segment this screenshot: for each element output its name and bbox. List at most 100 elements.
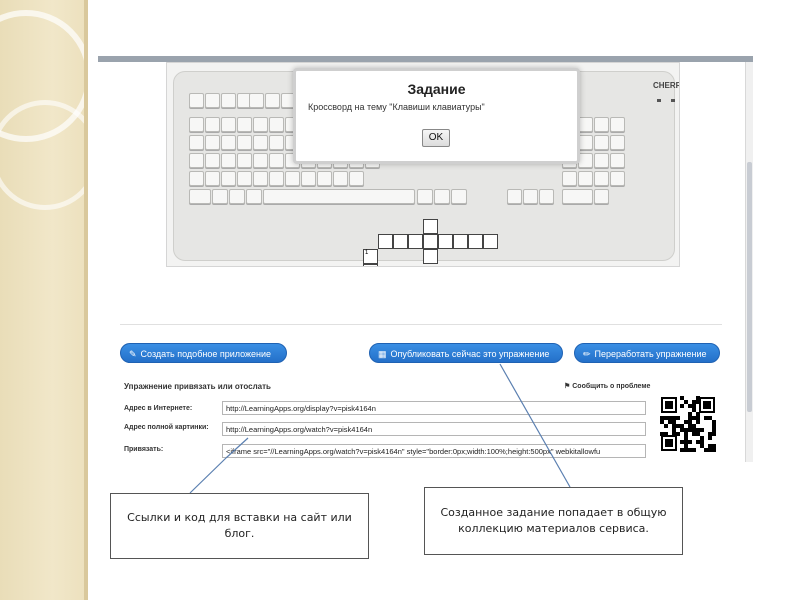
qr-module — [672, 420, 676, 424]
keyboard-key — [253, 117, 268, 132]
pencil-icon: ✏ — [583, 349, 591, 359]
dialog-title: Задание — [407, 81, 466, 97]
window-top-border — [98, 56, 753, 62]
qr-module — [688, 448, 692, 452]
qr-module — [696, 412, 700, 416]
crossword-cell[interactable] — [408, 234, 423, 249]
keyboard-key — [237, 117, 252, 132]
crossword-cell[interactable] — [378, 234, 393, 249]
dialog-text: Кроссворд на тему "Клавиши клавиатуры" — [308, 102, 485, 112]
keyboard-key — [253, 135, 268, 150]
keyboard-key — [189, 93, 204, 108]
rework-label: Переработать упражнение — [594, 349, 707, 359]
qr-module — [672, 416, 676, 420]
qr-module — [684, 436, 688, 440]
qr-code — [660, 396, 716, 452]
keyboard-key — [246, 189, 262, 204]
keyboard-key — [221, 93, 236, 108]
qr-module — [688, 440, 692, 444]
qr-module — [680, 404, 684, 408]
keyboard-key — [205, 171, 220, 186]
report-problem-link[interactable]: ⚑ Сообщить о проблеме — [564, 382, 650, 390]
ok-button[interactable]: OK — [422, 129, 450, 147]
keyboard-key — [212, 189, 228, 204]
keyboard-key — [189, 189, 211, 204]
scrollbar-thumb[interactable] — [747, 162, 752, 412]
decorative-ring — [0, 100, 88, 210]
qr-module — [688, 424, 692, 428]
crossword-cell[interactable] — [423, 234, 438, 249]
keyboard-key — [594, 153, 609, 168]
report-label: Сообщить о проблеме — [572, 383, 651, 390]
qr-module — [696, 400, 700, 404]
qr-module — [700, 440, 704, 444]
qr-module — [672, 424, 676, 428]
crossword-cell[interactable] — [363, 264, 378, 266]
keyboard-key — [285, 171, 300, 186]
section-divider — [120, 324, 722, 325]
qr-module — [680, 428, 684, 432]
keyboard-key — [451, 189, 467, 204]
crossword-cell[interactable] — [468, 234, 483, 249]
keyboard-key — [594, 171, 609, 186]
qr-module — [668, 416, 672, 420]
qr-module — [680, 440, 684, 444]
keyboard-key — [317, 171, 332, 186]
vertical-scrollbar[interactable] — [745, 62, 753, 462]
qr-module — [700, 436, 704, 440]
qr-module — [664, 416, 668, 420]
keyboard-key — [610, 135, 625, 150]
publish-exercise-button[interactable]: ▦Опубликовать сейчас это упражнение — [369, 343, 563, 363]
crossword-cell[interactable] — [423, 219, 438, 234]
embed-code-field[interactable]: <iframe src="//LearningApps.org/watch?v=… — [222, 444, 646, 458]
qr-module — [680, 448, 684, 452]
qr-module — [692, 404, 696, 408]
web-address-field[interactable]: http://LearningApps.org/display?v=pisk41… — [222, 401, 646, 415]
qr-module — [664, 424, 668, 428]
keyboard-key — [205, 117, 220, 132]
qr-module — [708, 444, 712, 448]
qr-module — [676, 416, 680, 420]
keyboard-key — [253, 153, 268, 168]
keyboard-key — [205, 135, 220, 150]
keyboard-key — [269, 171, 284, 186]
screenshot-panel: CHERRY 1 2 Задание Кро — [98, 56, 753, 462]
qr-module — [696, 396, 700, 400]
keyboard-key — [594, 135, 609, 150]
qr-module — [684, 448, 688, 452]
crossword-cell[interactable] — [438, 234, 453, 249]
keyboard-key — [205, 93, 220, 108]
keyboard-key — [237, 153, 252, 168]
qr-module — [684, 444, 688, 448]
qr-module — [688, 412, 692, 416]
qr-module — [692, 448, 696, 452]
keyboard-key — [562, 189, 593, 204]
qr-module — [660, 420, 664, 424]
left-callout-line — [189, 457, 227, 494]
keyboard-key — [594, 117, 609, 132]
full-image-address-field[interactable]: http://LearningApps.org/watch?v=pisk4164… — [222, 422, 646, 436]
crossword-cell[interactable] — [483, 234, 498, 249]
keyboard-key — [578, 153, 593, 168]
grid-icon: ▦ — [378, 349, 387, 359]
crossword-cell[interactable] — [423, 249, 438, 264]
qr-module — [712, 448, 716, 452]
crossword-cell[interactable]: 1 — [363, 249, 378, 264]
qr-module — [696, 416, 700, 420]
rework-exercise-button[interactable]: ✏Переработать упражнение — [574, 343, 720, 363]
keyboard-key — [189, 117, 204, 132]
keyboard-key — [205, 153, 220, 168]
keyboard-key — [417, 189, 433, 204]
crossword-cell[interactable] — [393, 234, 408, 249]
qr-module — [700, 444, 704, 448]
qr-module — [704, 416, 708, 420]
create-similar-app-button[interactable]: ✎Создать подобное приложение — [120, 343, 287, 363]
web-address-label: Адрес в Интернете: — [124, 405, 193, 412]
qr-module — [696, 440, 700, 444]
qr-module — [692, 400, 696, 404]
qr-module — [692, 408, 696, 412]
qr-module — [696, 432, 700, 436]
crossword-cell[interactable] — [453, 234, 468, 249]
qr-module — [684, 440, 688, 444]
qr-module — [688, 428, 692, 432]
